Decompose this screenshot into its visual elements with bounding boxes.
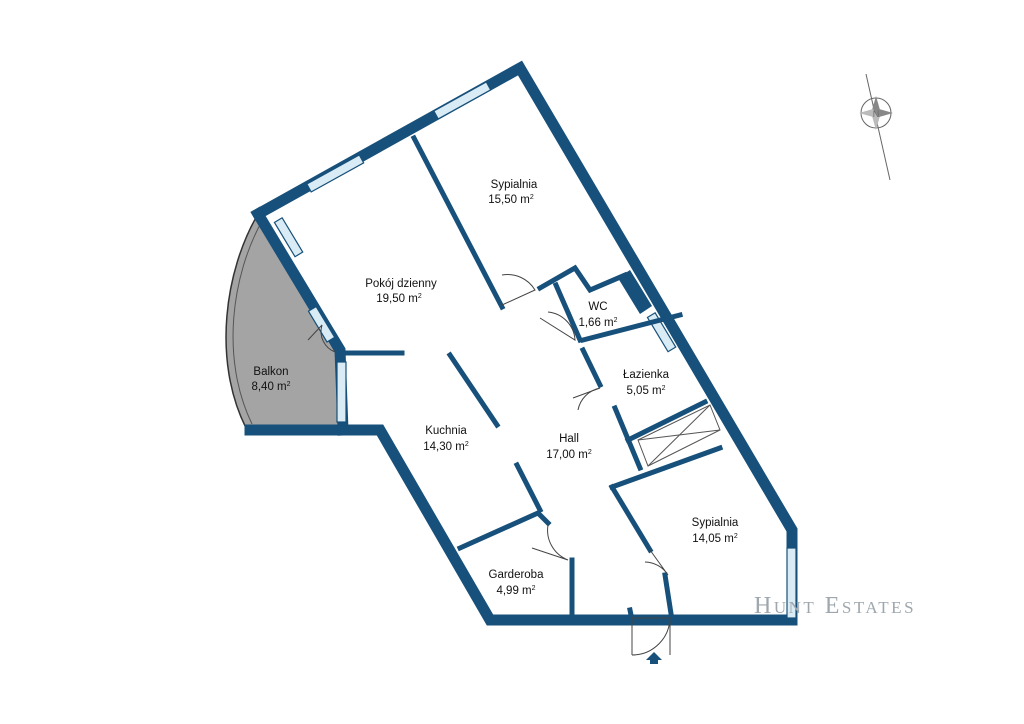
room-name-garderoba: Garderoba	[489, 569, 545, 581]
room-name-sypialnia-1: Sypialnia	[491, 179, 538, 191]
doors	[307, 274, 671, 656]
installation-shaft	[618, 270, 652, 314]
room-name-wc: WC	[588, 301, 607, 313]
room-area-lazienka: 5,05 m2	[626, 385, 665, 397]
room-name-pokoj-dzienny: Pokój dzienny	[365, 278, 437, 290]
balcony-railing	[232, 220, 263, 425]
compass-letter: N	[873, 109, 880, 119]
brand-watermark: Hunt Estates	[754, 593, 916, 619]
interior-walls	[341, 134, 724, 623]
room-name-hall: Hall	[559, 433, 579, 445]
room-area-kuchnia: 14,30 m2	[423, 441, 469, 453]
room-area-sypialnia-1: 15,50 m2	[488, 194, 534, 206]
room-name-kuchnia: Kuchnia	[425, 425, 467, 437]
room-area-pokoj-dzienny: 19,50 m2	[376, 293, 422, 305]
room-area-hall: 17,00 m2	[546, 449, 592, 461]
closet-cross	[637, 404, 721, 467]
room-name-lazienka: Łazienka	[623, 369, 670, 381]
room-labels: Sypialnia 15,50 m2 Pokój dzienny 19,50 m…	[251, 179, 738, 597]
compass-icon: N	[859, 73, 893, 181]
room-area-garderoba: 4,99 m2	[496, 585, 535, 597]
outer-wall	[244, 60, 798, 626]
room-area-wc: 1,66 m2	[578, 317, 617, 329]
room-area-sypialnia-2: 14,05 m2	[692, 533, 738, 545]
room-name-balkon: Balkon	[253, 366, 288, 378]
entrance-arrow-icon	[646, 652, 662, 664]
windows	[273, 81, 797, 619]
room-name-sypialnia-2: Sypialnia	[692, 517, 739, 529]
room-area-balkon: 8,40 m2	[251, 381, 290, 393]
